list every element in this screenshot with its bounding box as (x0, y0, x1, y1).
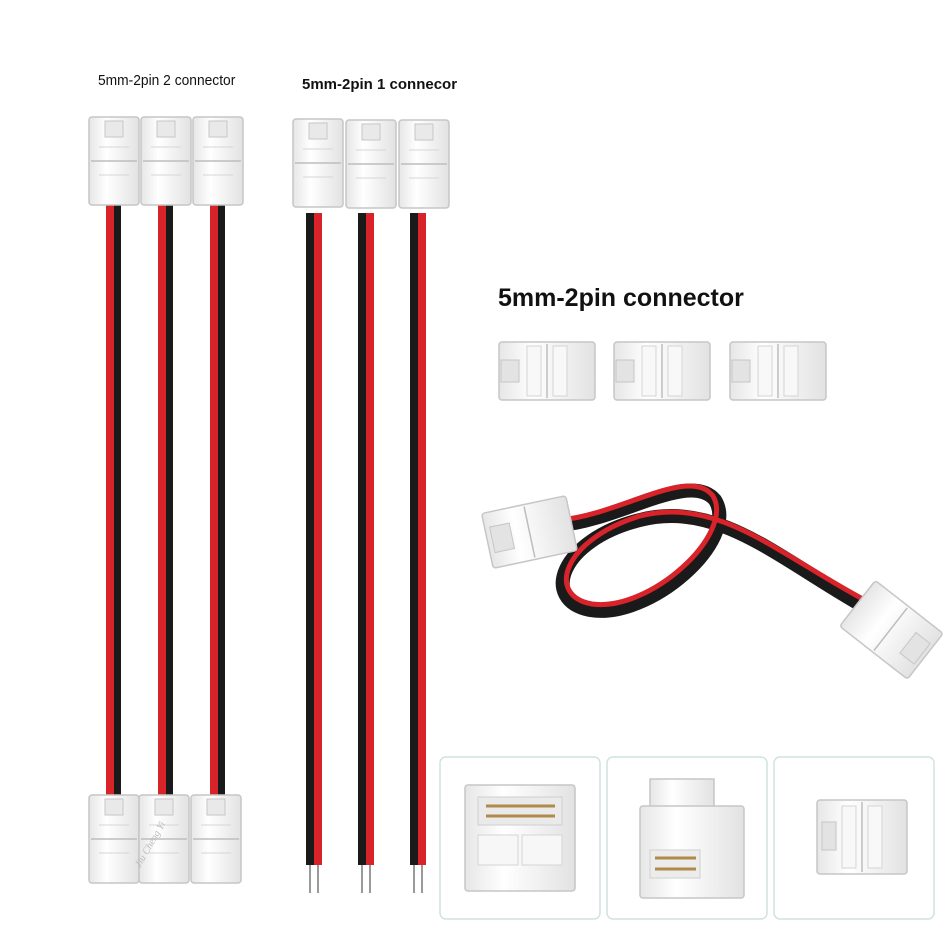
one-connector-cable-group (292, 118, 450, 893)
detail-panel-closed (773, 756, 935, 920)
label-two-connector-cables: 5mm-2pin 2 connector (98, 72, 236, 89)
jumper-cable (481, 483, 943, 679)
label-loose-connectors: 5mm-2pin connector (498, 284, 744, 312)
detail-panel-side (606, 756, 768, 920)
two-connector-cable-group: Jiu Cheng Yi (88, 116, 244, 884)
loose-connector-group (498, 341, 827, 401)
label-one-connector-cables: 5mm-2pin 1 connecor (302, 76, 458, 93)
detail-panel-open (439, 756, 601, 920)
